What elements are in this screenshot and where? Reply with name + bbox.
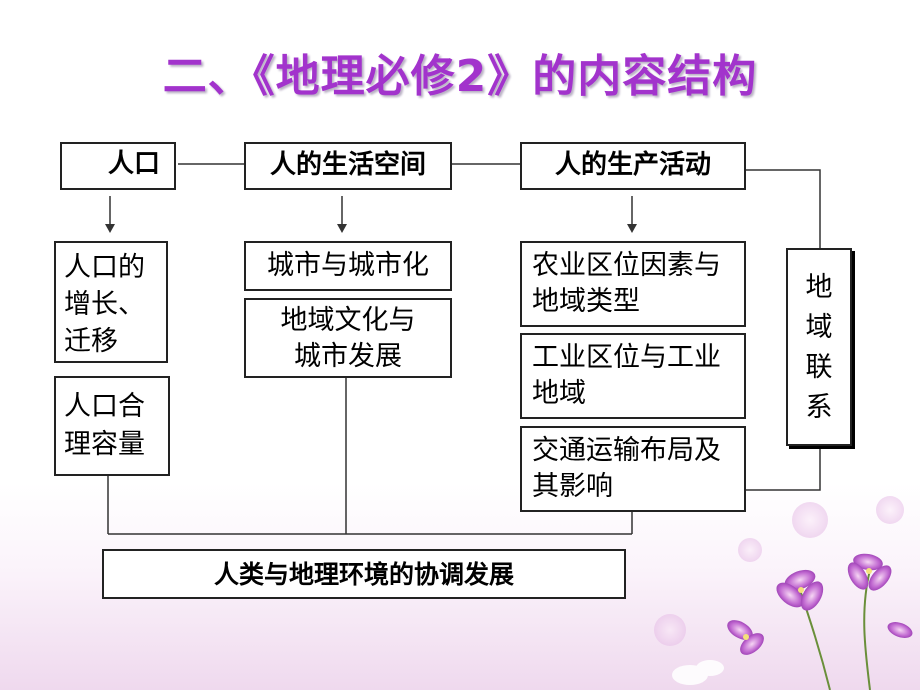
node-production: 人的生产活动 [520, 142, 746, 190]
node-pop-growth-label: 人口的增长、迁移 [64, 252, 145, 357]
node-pop-capacity-label: 人口合理容量 [64, 391, 145, 460]
node-region-link-label: 地域联系 [805, 272, 833, 423]
node-culture-label: 地域文化与城市发展 [280, 305, 416, 372]
node-pop-capacity: 人口合理容量 [54, 376, 170, 476]
node-harmony-label: 人类与地理环境的协调发展 [213, 560, 514, 589]
node-population: 人口 [60, 142, 176, 190]
node-region-link: 地域联系 [786, 248, 852, 446]
flower-decoration-icon [654, 496, 913, 690]
node-culture: 地域文化与城市发展 [244, 298, 452, 378]
node-agri: 农业区位因素与地域类型 [520, 241, 746, 327]
node-industry: 工业区位与工业地域 [520, 333, 746, 419]
node-population-label: 人口 [107, 149, 160, 179]
node-urban-label: 城市与城市化 [267, 250, 429, 281]
node-living-space-label: 人的生活空间 [269, 150, 426, 180]
node-living-space: 人的生活空间 [244, 142, 452, 190]
page-title: 二、《地理必修2》的内容结构 [162, 51, 758, 102]
node-agri-label: 农业区位因素与地域类型 [532, 250, 721, 317]
node-industry-label: 工业区位与工业地域 [532, 342, 721, 409]
node-pop-growth: 人口的增长、迁移 [54, 241, 168, 363]
node-harmony: 人类与地理环境的协调发展 [102, 549, 626, 599]
node-transport: 交通运输布局及其影响 [520, 426, 746, 512]
node-urban: 城市与城市化 [244, 241, 452, 291]
node-transport-label: 交通运输布局及其影响 [532, 435, 721, 502]
node-production-label: 人的生产活动 [554, 150, 711, 180]
